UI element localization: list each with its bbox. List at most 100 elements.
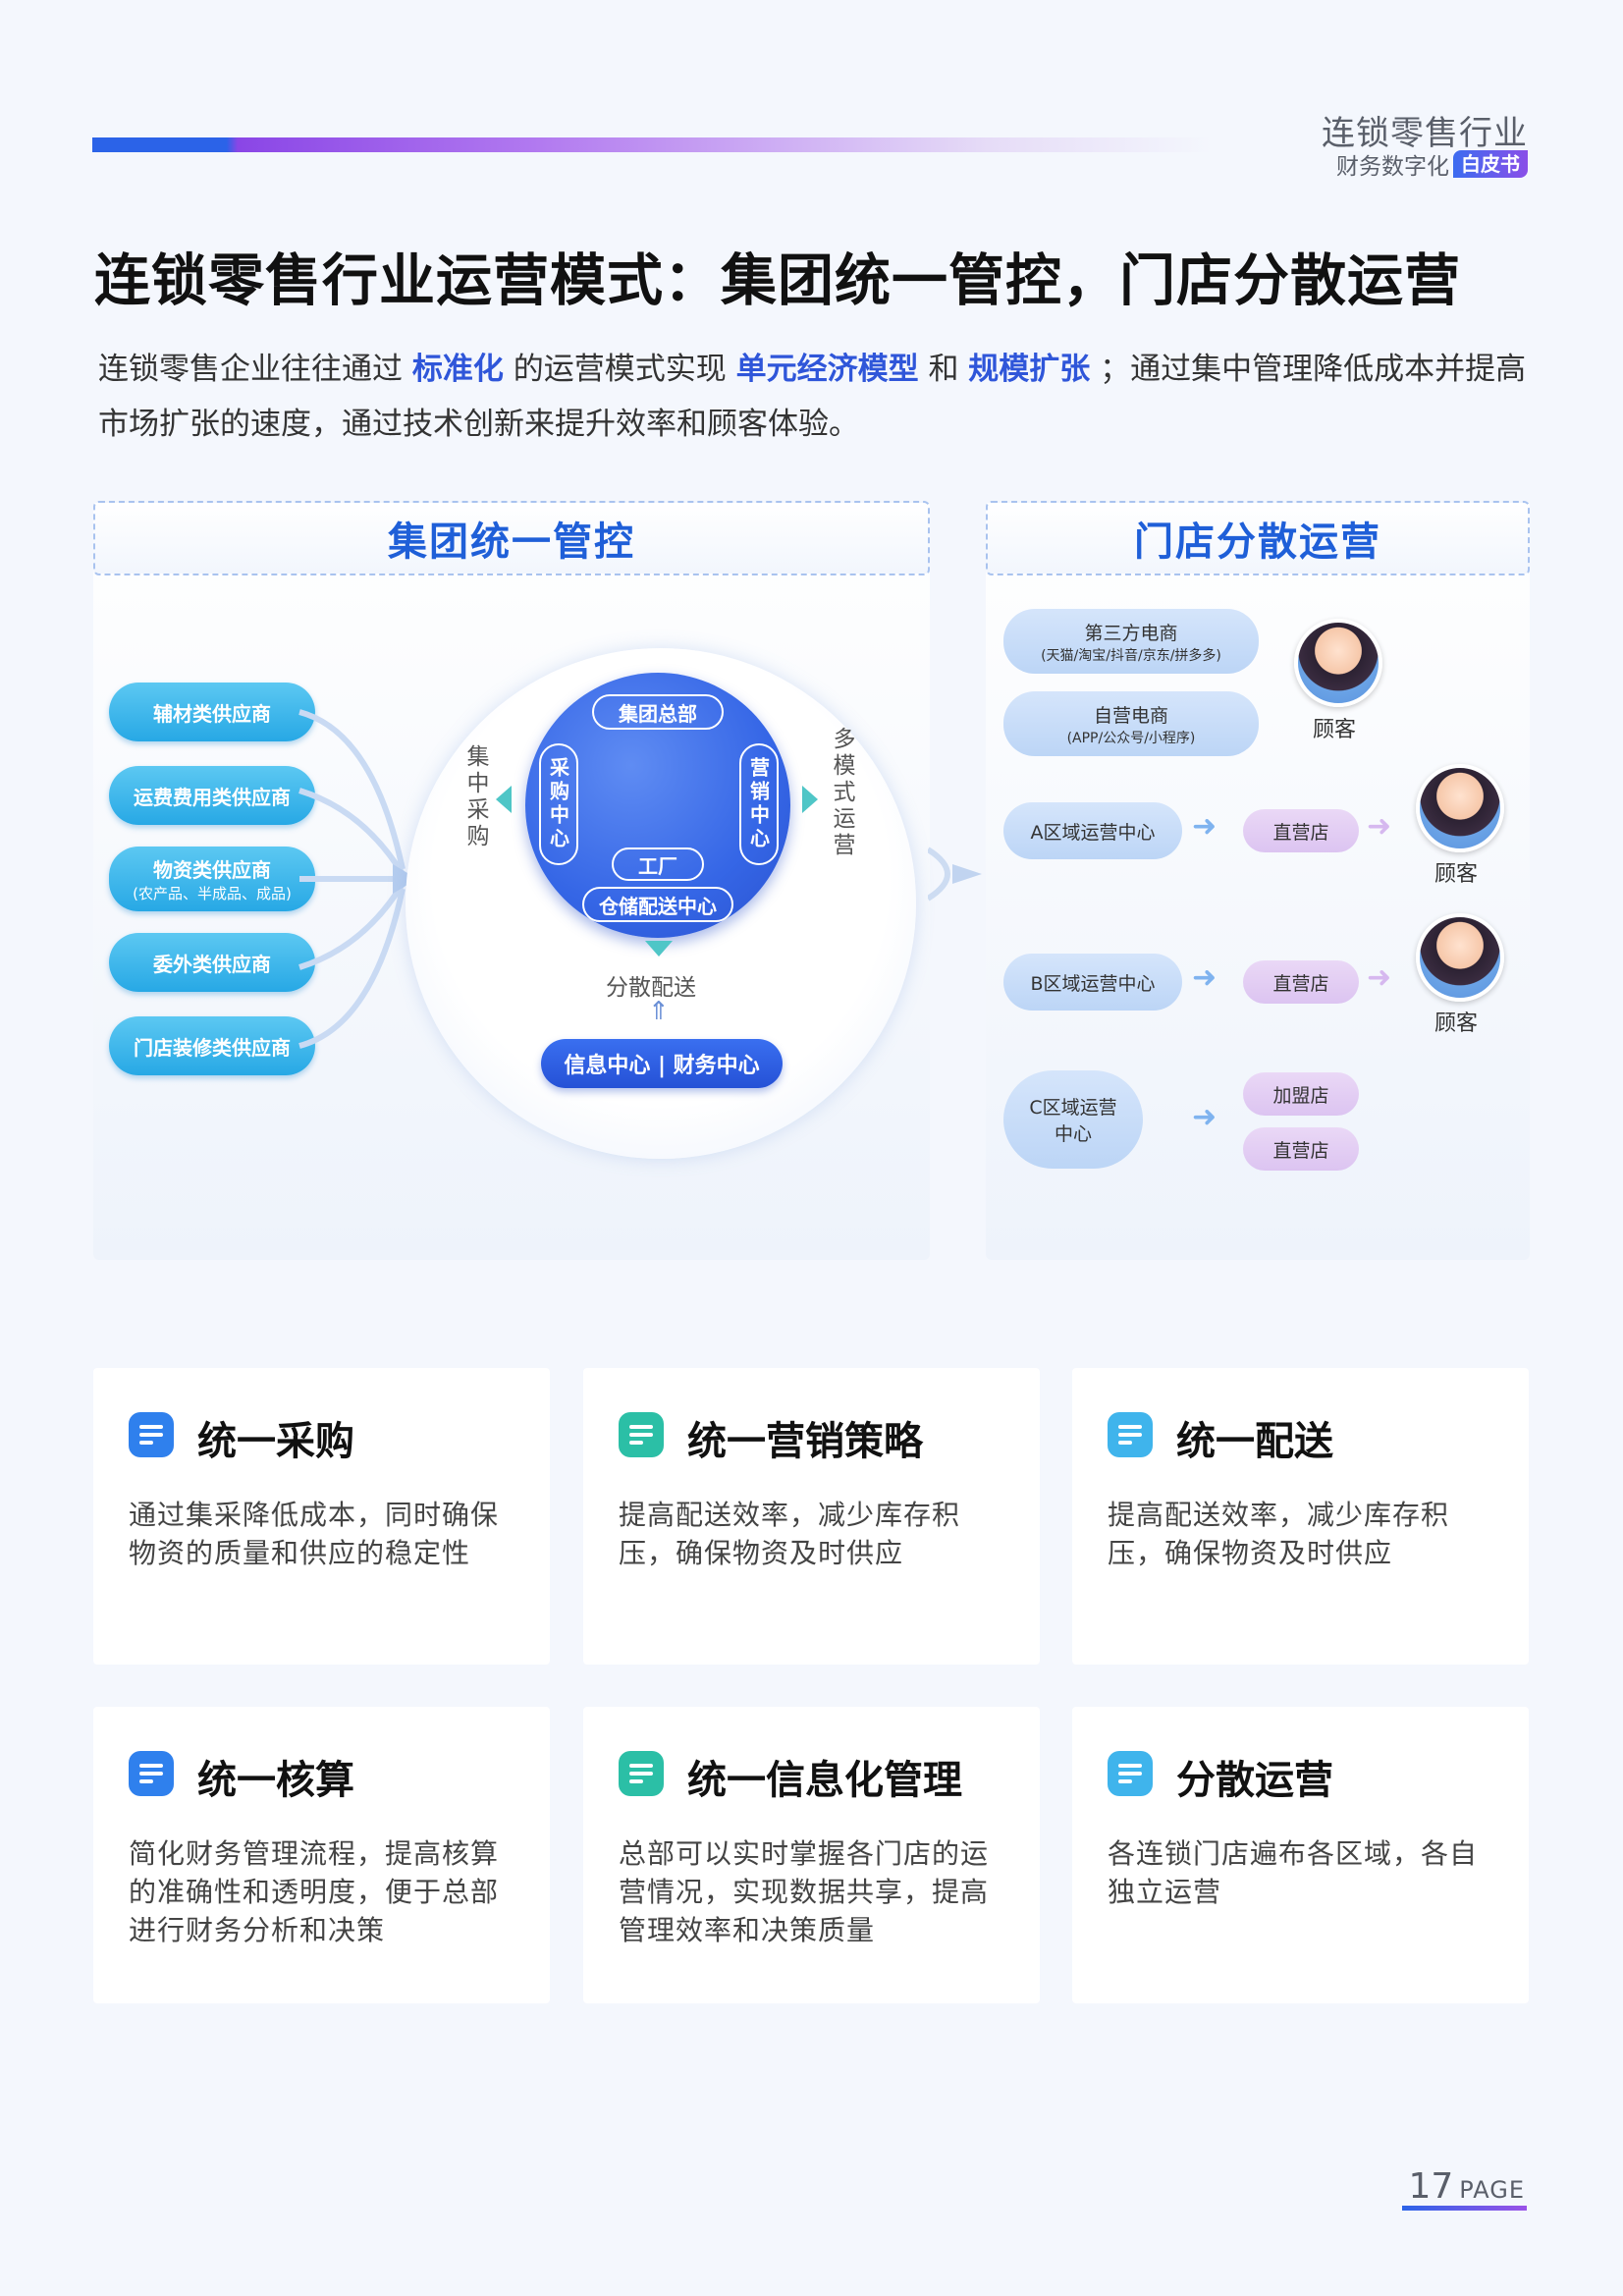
page-number: 17 PAGE	[1408, 2166, 1525, 2207]
self-ecommerce: 自营电商 (APP/公众号/小程序)	[1003, 691, 1259, 756]
card-title: 分散运营	[1176, 1758, 1333, 1803]
intro-text-2: 的运营模式实现	[513, 352, 727, 387]
customer-label: 顾客	[1313, 718, 1357, 742]
intro-text-1: 连锁零售企业往往通过	[98, 352, 403, 387]
arrow-left-icon	[496, 786, 512, 813]
group-control-diagram: 集团统一管控 辅材类供应商 运费费用类供应商 物资类供应商 (农产品、半成品、成…	[93, 501, 982, 1260]
card-unified-marketing: 统一营销策略 提高配送效率，减少库存积压，确保物资及时供应	[583, 1368, 1040, 1665]
direct-store-c: 直营店	[1243, 1127, 1359, 1171]
flow-right-arrow-icon	[928, 847, 982, 902]
list-icon	[129, 1412, 174, 1457]
supplier-label: 辅材类供应商	[153, 701, 271, 726]
brand-subtitle: 财务数字化 白皮书	[1336, 147, 1528, 181]
region-a-label: A区域运营中心	[1030, 821, 1156, 844]
customer-avatar	[1294, 619, 1382, 707]
hq-pill: 集团总部	[592, 694, 724, 730]
card-body: 各连锁门店遍布各区域，各自独立运营	[1108, 1837, 1479, 1908]
region-b-center: B区域运营中心	[1003, 954, 1182, 1011]
supplier-sub-label: (农产品、半成品、成品)	[133, 885, 292, 902]
intro-text-3: 和	[928, 352, 959, 387]
page-label: PAGE	[1459, 2176, 1525, 2204]
page-number-value: 17	[1408, 2166, 1454, 2207]
card-unified-purchase: 统一采购 通过集采降低成本，同时确保物资的质量和供应的稳定性	[93, 1368, 550, 1665]
arrow-down-icon	[645, 941, 673, 957]
ecom-self-sub: (APP/公众号/小程序)	[1066, 730, 1196, 746]
info-finance-pill: 信息中心 | 财务中心	[541, 1039, 783, 1088]
brand-title: 连锁零售行业	[1322, 114, 1528, 153]
intro-text-4: ；通过集中管理降低成本并提高市场扩张的速度，通过技术创新来提升效率和顾客体验。	[98, 352, 1527, 442]
ecom-third-sub: (天猫/淘宝/抖音/京东/拼多多)	[1041, 647, 1221, 664]
distribution-label: 分散配送	[606, 975, 696, 1001]
supplier-label: 委外类供应商	[153, 952, 271, 976]
multi-mode-label: 多模式运营	[829, 727, 854, 859]
page-title: 连锁零售行业运营模式：集团统一管控，门店分散运营	[94, 248, 1461, 313]
list-icon	[129, 1751, 174, 1796]
arrow-right-icon	[802, 786, 818, 813]
group-control-header: 集团统一管控	[93, 501, 930, 575]
arrow-right-icon: ➜	[1367, 809, 1392, 844]
arrow-right-icon: ➜	[1192, 960, 1217, 995]
supplier-label: 运费费用类供应商	[134, 785, 291, 809]
intro-paragraph: 连锁零售企业往往通过 标准化 的运营模式实现 单元经济模型 和 规模扩张 ；通过…	[98, 342, 1532, 452]
intro-highlight-1: 标准化	[411, 352, 504, 387]
supplier-auxiliary: 辅材类供应商	[109, 683, 315, 741]
factory-pill: 工厂	[612, 847, 704, 881]
supplier-flow-arrows	[298, 709, 417, 1049]
card-title: 统一信息化管理	[687, 1758, 962, 1803]
card-body: 提高配送效率，减少库存积压，确保物资及时供应	[619, 1499, 961, 1569]
customer-label: 顾客	[1434, 1011, 1479, 1036]
card-title: 统一核算	[197, 1758, 354, 1803]
store-operation-header: 门店分散运营	[986, 501, 1530, 575]
card-title: 统一采购	[197, 1419, 354, 1464]
central-purchase-label: 集中采购	[462, 744, 488, 850]
list-icon	[1108, 1751, 1153, 1796]
card-body: 提高配送效率，减少库存积压，确保物资及时供应	[1108, 1499, 1450, 1569]
arrow-right-icon: ➜	[1192, 809, 1217, 844]
list-icon	[619, 1412, 664, 1457]
supplier-outsourcing: 委外类供应商	[109, 933, 315, 992]
region-a-center: A区域运营中心	[1003, 802, 1182, 859]
supplier-store-decoration: 门店装修类供应商	[109, 1016, 315, 1075]
direct-store-b: 直营店	[1243, 960, 1359, 1004]
marketing-center-pill: 营销中心	[739, 743, 779, 865]
supplier-label: 物资类供应商	[153, 858, 271, 882]
card-body: 总部可以实时掌握各门店的运营情况，实现数据共享，提高管理效率和决策质量	[619, 1837, 990, 1946]
intro-highlight-2: 单元经济模型	[735, 352, 919, 387]
card-decentralized-operation: 分散运营 各连锁门店遍布各区域，各自独立运营	[1072, 1707, 1529, 2003]
customer-avatar	[1416, 913, 1504, 1002]
region-c-center: C区域运营中心	[1003, 1070, 1143, 1169]
brand-badge: 白皮书	[1453, 150, 1528, 178]
card-body: 简化财务管理流程，提高核算的准确性和透明度，便于总部进行财务分析和决策	[129, 1837, 500, 1946]
arrow-right-icon: ➜	[1192, 1100, 1217, 1134]
supplier-materials: 物资类供应商 (农产品、半成品、成品)	[109, 847, 315, 911]
direct-store-a: 直营店	[1243, 809, 1359, 852]
arrow-up-icon: ⇑	[648, 997, 670, 1026]
header-gradient-bar	[92, 137, 1212, 152]
arrow-right-icon: ➜	[1367, 960, 1392, 995]
brand-sub-text: 财务数字化	[1336, 154, 1449, 180]
warehouse-pill: 仓储配送中心	[582, 887, 733, 922]
purchase-center-pill: 采购中心	[539, 743, 578, 865]
list-icon	[1108, 1412, 1153, 1457]
region-b-label: B区域运营中心	[1030, 972, 1156, 995]
supplier-freight: 运费费用类供应商	[109, 766, 315, 825]
card-title: 统一营销策略	[687, 1419, 923, 1464]
supplier-label: 门店装修类供应商	[134, 1035, 291, 1060]
region-c-label: C区域运营中心	[1029, 1097, 1117, 1145]
card-body: 通过集采降低成本，同时确保物资的质量和供应的稳定性	[129, 1499, 500, 1569]
store-operation-diagram: 门店分散运营 第三方电商 (天猫/淘宝/抖音/京东/拼多多) 自营电商 (APP…	[986, 501, 1530, 1260]
card-unified-distribution: 统一配送 提高配送效率，减少库存积压，确保物资及时供应	[1072, 1368, 1529, 1665]
customer-label: 顾客	[1434, 862, 1479, 887]
list-icon	[619, 1751, 664, 1796]
customer-avatar	[1416, 764, 1504, 852]
franchise-store-c: 加盟店	[1243, 1072, 1359, 1116]
card-title: 统一配送	[1176, 1419, 1333, 1464]
page-number-underline	[1402, 2206, 1527, 2211]
card-unified-accounting: 统一核算 简化财务管理流程，提高核算的准确性和透明度，便于总部进行财务分析和决策	[93, 1707, 550, 2003]
ecom-third-label: 第三方电商	[1084, 622, 1178, 644]
core-hq-circle: 集团总部 采购中心 营销中心 工厂 仓储配送中心	[525, 673, 790, 938]
ecom-self-label: 自营电商	[1093, 704, 1168, 727]
third-party-ecommerce: 第三方电商 (天猫/淘宝/抖音/京东/拼多多)	[1003, 609, 1259, 674]
card-unified-it-management: 统一信息化管理 总部可以实时掌握各门店的运营情况，实现数据共享，提高管理效率和决…	[583, 1707, 1040, 2003]
intro-highlight-3: 规模扩张	[968, 352, 1091, 387]
